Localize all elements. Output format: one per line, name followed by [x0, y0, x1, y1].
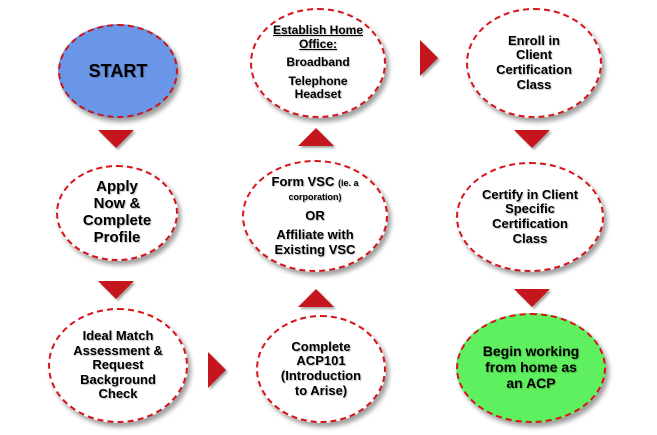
- arrow-down-icon: [98, 281, 134, 299]
- home-office-heading: Establish Home: [272, 23, 364, 38]
- arrow-up-icon: [298, 289, 334, 307]
- node-ideal-line: Ideal Match: [82, 328, 154, 344]
- home-office-item: Telephone: [288, 73, 348, 88]
- form-vsc-line: Form VSC (ie. a corporation): [244, 173, 386, 204]
- node-begin-line: from home as: [485, 359, 577, 376]
- node-enroll-line: Enroll in: [508, 32, 560, 48]
- node-acp-line: ACP101: [296, 353, 346, 369]
- node-apply-line: Profile: [93, 228, 141, 246]
- node-establish-home-office: Establish Home Office: Broadband Telepho…: [250, 8, 386, 118]
- node-apply-now: Apply Now & Complete Profile: [56, 165, 178, 261]
- node-ideal-line: Background: [80, 371, 156, 387]
- form-vsc-affiliate: Affiliate with: [276, 227, 354, 243]
- node-ideal-line: Check: [98, 386, 138, 402]
- arrow-down-icon: [98, 130, 134, 148]
- home-office-heading: Office:: [298, 36, 337, 51]
- node-ideal-line: Assessment &: [73, 342, 163, 358]
- node-form-vsc: Form VSC (ie. a corporation) OR Affiliat…: [242, 160, 388, 272]
- arrow-up-icon: [298, 128, 334, 146]
- node-begin-line: an ACP: [506, 374, 556, 391]
- node-enroll-line: Certification: [496, 62, 572, 77]
- arrow-down-icon: [514, 130, 550, 148]
- home-office-item: Broadband: [286, 55, 350, 70]
- arrow-down-icon: [514, 289, 550, 307]
- node-apply-line: Apply: [96, 178, 138, 196]
- form-vsc-note: (ie. a corporation): [288, 177, 359, 203]
- node-acp-line: Complete: [291, 338, 351, 354]
- node-certify-line: Specific: [505, 201, 555, 217]
- node-ideal-line: Request: [92, 357, 144, 373]
- node-start: START: [58, 24, 178, 118]
- node-begin-line: Begin working: [482, 343, 580, 360]
- node-certify-line: Certify in Client: [481, 186, 579, 202]
- form-vsc-affiliate: Existing VSC: [274, 241, 356, 257]
- node-begin-working: Begin working from home as an ACP: [456, 313, 606, 423]
- arrow-right-icon: [420, 40, 438, 76]
- node-enroll-line: Class: [516, 76, 552, 92]
- arrow-right-icon: [208, 352, 226, 388]
- node-enroll-line: Client: [515, 47, 553, 63]
- node-complete-acp101: Complete ACP101 (Introduction to Arise): [256, 315, 386, 423]
- node-apply-line: Complete: [82, 212, 152, 229]
- node-acp-line: (Introduction: [280, 368, 362, 383]
- node-certify-line: Class: [512, 230, 548, 246]
- node-certify-line: Certification: [492, 216, 568, 231]
- node-start-label: START: [88, 60, 148, 81]
- form-vsc-or: OR: [305, 207, 325, 223]
- node-certify-client: Certify in Client Specific Certification…: [456, 162, 604, 272]
- form-vsc-label: Form VSC: [271, 173, 335, 189]
- node-acp-line: to Arise): [294, 382, 348, 398]
- home-office-item: Headset: [294, 87, 342, 102]
- node-enroll-certification: Enroll in Client Certification Class: [466, 8, 602, 118]
- node-ideal-match: Ideal Match Assessment & Request Backgro…: [48, 308, 188, 423]
- node-apply-line: Now &: [93, 195, 141, 213]
